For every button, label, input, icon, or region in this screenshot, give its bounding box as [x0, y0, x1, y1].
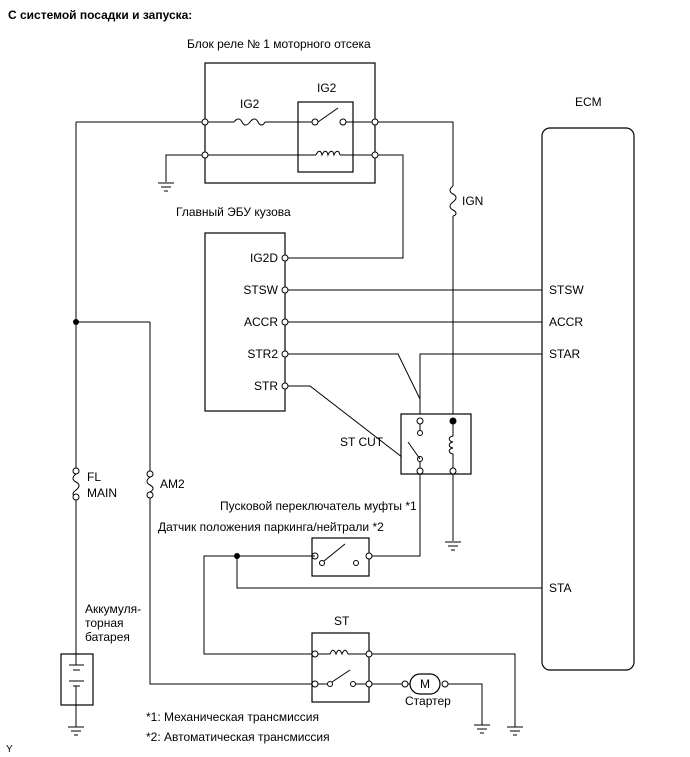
ground-starter: [474, 724, 490, 734]
st-term-2: [365, 650, 373, 658]
ign-fuse-symbol: [449, 185, 457, 217]
ecm-box: [541, 127, 635, 671]
wire-star: [419, 353, 542, 399]
footnote-1: *1: Механическая трансмиссия: [146, 710, 319, 724]
st-cut-term-3: [416, 467, 424, 475]
ecm-pin-accr: ACCR: [549, 315, 583, 329]
ig2-relay-box: [297, 101, 354, 173]
ecm-title: ECM: [575, 95, 602, 109]
rb-terminal-4: [371, 151, 379, 159]
st-contact-blade: [331, 669, 351, 683]
diagram-heading: С системой посадки и запуска:: [8, 8, 192, 22]
am2-term-bottom: [146, 491, 154, 499]
wire-am2-to-st: [149, 498, 315, 685]
st-term-1: [311, 650, 319, 658]
corner-mark: Y: [6, 744, 13, 755]
st-contact-a: [327, 681, 333, 687]
starter-motor-symbol: [409, 673, 441, 695]
starter-label: Стартер: [405, 694, 451, 708]
pn-contact-blade: [323, 543, 346, 562]
ig2-coil-symbol: [315, 150, 341, 157]
junction-ign: [450, 418, 456, 424]
st-cut-contact: [407, 441, 421, 460]
st-term-3: [311, 680, 319, 688]
ecm-pin-sta: STA: [549, 581, 571, 595]
st-relay-label: ST: [334, 614, 350, 628]
st-term-4: [365, 680, 373, 688]
ground-battery: [68, 726, 84, 736]
wire-st-coil-ground: [372, 653, 516, 727]
body-ecu-pin-str: STR: [254, 379, 278, 393]
relay-block-title: Блок реле № 1 моторного отсека: [187, 37, 371, 51]
wire-str2: [285, 353, 421, 421]
body-ecu-pin-accr: ACCR: [244, 315, 278, 329]
clutch-switch-label: Пусковой переключатель муфты *1: [220, 499, 417, 513]
ecu-term-str2: [281, 350, 289, 358]
fl-main-fuse-symbol: [72, 473, 80, 497]
st-cut-box: [400, 413, 472, 475]
pn-contact-b: [353, 560, 359, 566]
pn-switch-box: [311, 537, 370, 577]
ig2-relay-label: IG2: [317, 81, 337, 95]
fl-main-term-top: [72, 467, 80, 475]
rb-terminal-3: [371, 118, 379, 126]
body-ecu-box: [204, 232, 286, 412]
starter-motor-m: M: [420, 677, 430, 691]
ecu-term-accr: [281, 318, 289, 326]
body-ecu-title: Главный ЭБУ кузова: [176, 205, 291, 219]
ecm-pin-stsw: STSW: [549, 283, 584, 297]
pn-contact-a: [319, 560, 325, 566]
st-contact-b: [350, 681, 356, 687]
fl-main-label-2: MAIN: [87, 486, 117, 500]
st-cut-label: ST CUT: [340, 435, 384, 449]
ig2-contact-a: [311, 118, 319, 126]
st-cut-contact-a: [417, 430, 423, 436]
battery-label-3: батарея: [85, 630, 130, 644]
ig2-contact-b: [339, 118, 347, 126]
ecu-term-str: [281, 382, 289, 390]
ground-st-cut: [445, 541, 461, 551]
wire-pn-to-st-coil: [203, 555, 315, 655]
wire-ig2-out: [343, 121, 454, 186]
starter-term-left: [401, 680, 409, 688]
starter-term-right: [441, 680, 449, 688]
battery-label-2: торная: [85, 616, 124, 630]
body-ecu-pin-ig2d: IG2D: [250, 251, 278, 265]
rb-terminal-1: [201, 118, 209, 126]
footnote-2: *2: Автоматическая трансмиссия: [146, 730, 330, 744]
body-ecu-pin-stsw: STSW: [243, 283, 278, 297]
battery-label-1: Аккумуля-: [85, 602, 141, 616]
st-relay-box: [311, 632, 370, 703]
ground-ig2-coil: [158, 182, 174, 192]
fl-main-label-1: FL: [87, 470, 101, 484]
st-cut-coil-symbol: [448, 424, 454, 468]
wire-ig2-coil-ground: [165, 154, 316, 182]
rb-terminal-2: [201, 151, 209, 159]
ign-fuse-label: IGN: [462, 194, 483, 208]
am2-term-top: [146, 470, 154, 478]
ig2-fuse-label: IG2: [240, 97, 260, 111]
st-coil-symbol: [318, 649, 366, 656]
am2-label: AM2: [160, 477, 185, 491]
wire-str: [285, 385, 421, 472]
ecu-term-stsw: [281, 286, 289, 294]
ig2-fuse-symbol: [233, 118, 266, 126]
wire-starter-ground: [448, 683, 483, 725]
pn-term-right: [365, 552, 373, 560]
ig2-relay-contact: [317, 107, 339, 123]
st-cut-term-4: [449, 467, 457, 475]
fl-main-term-bottom: [72, 493, 80, 501]
ground-st-coil: [507, 726, 523, 736]
body-ecu-pin-str2: STR2: [247, 347, 278, 361]
ecm-pin-star: STAR: [549, 347, 580, 361]
wire-sta: [236, 556, 542, 589]
battery-box: [60, 653, 94, 706]
am2-fuse-symbol: [146, 476, 154, 493]
ecu-term-ig2d: [281, 254, 289, 262]
wire-st-cut-to-pn: [369, 474, 421, 557]
st-cut-term-1: [416, 417, 424, 425]
wire-am2-branch: [76, 321, 151, 471]
park-neutral-label: Датчик положения паркинга/нейтрали *2: [158, 520, 384, 534]
